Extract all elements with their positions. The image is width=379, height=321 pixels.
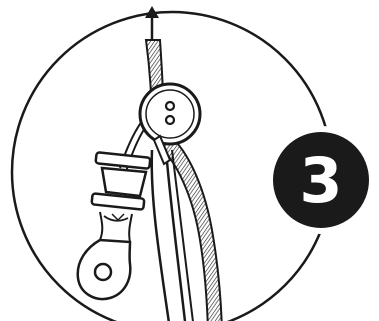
toggle-tab-hole bbox=[95, 264, 111, 280]
button-icon bbox=[140, 84, 200, 144]
step-number-badge: 3 bbox=[267, 126, 375, 234]
step-number: 3 bbox=[299, 150, 342, 212]
